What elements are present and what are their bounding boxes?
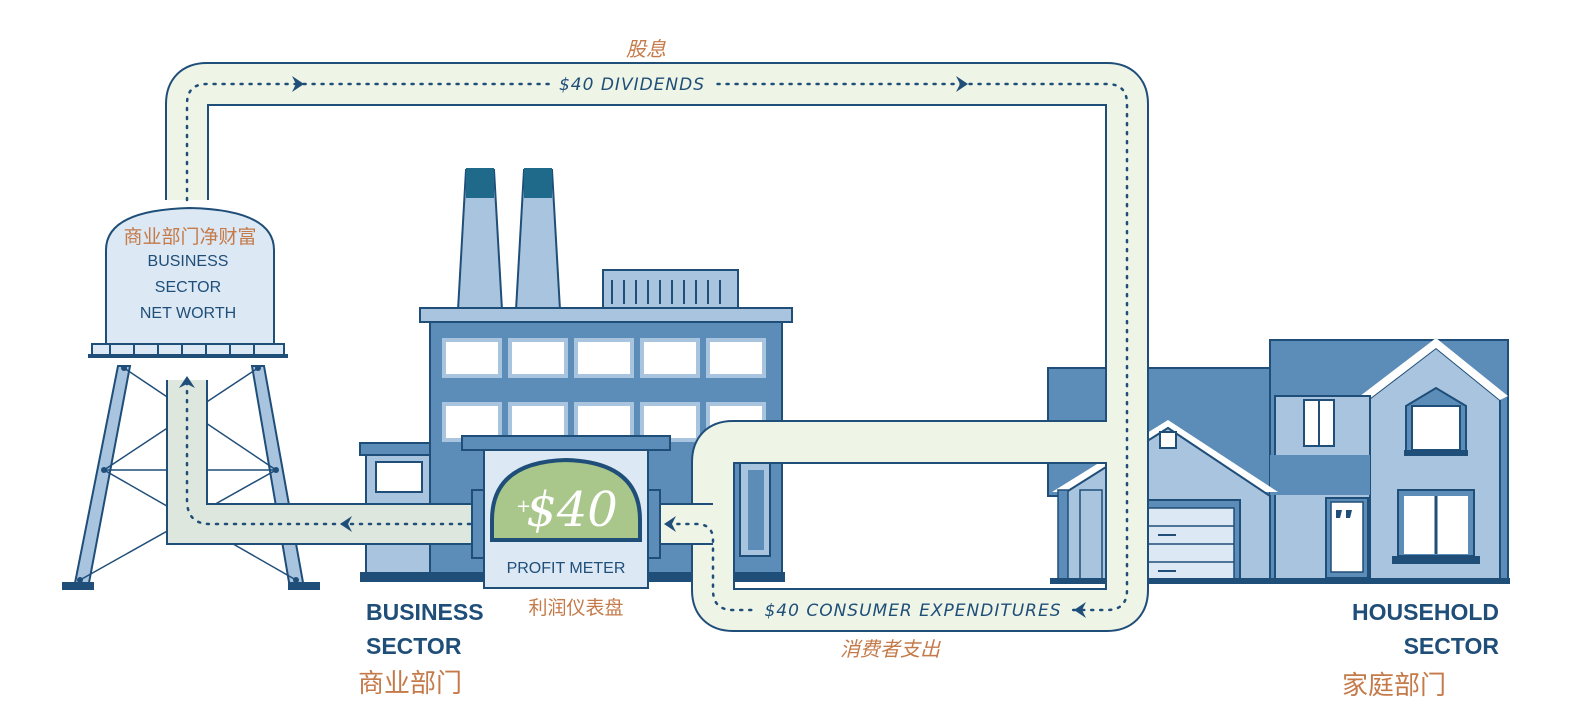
dividend-flow-line <box>185 82 1129 612</box>
household-sector-label-cn: 家庭部门 <box>1342 671 1446 701</box>
dividends-label-cn: 股息 <box>626 37 666 61</box>
arrow-right-icon <box>292 76 304 92</box>
tower-line-2: SECTOR <box>155 279 221 296</box>
consumer-expenditures-label-cn: 消费者支出 <box>840 637 941 661</box>
house-group <box>1047 338 1510 584</box>
meter-sign: + <box>516 496 531 517</box>
consumer-expenditures-label: $40 CONSUMER EXPENDITURES <box>764 601 1061 621</box>
arrow-up-icon <box>179 376 195 388</box>
flow-arrows <box>179 76 1086 618</box>
money-pipe <box>165 62 1149 632</box>
meter-dial <box>490 457 642 542</box>
business-sector-line-2: SECTOR <box>366 633 462 659</box>
business-sector-label-cn: 商业部门 <box>358 669 462 699</box>
arrow-left-icon <box>664 516 676 532</box>
arrow-left-icon <box>340 516 352 532</box>
meter-value: $40 <box>526 482 618 538</box>
arrow-left-icon <box>1074 602 1086 618</box>
dividends-label: $40 DIVIDENDS <box>559 75 705 95</box>
business-sector-line-1: BUSINESS <box>366 599 484 625</box>
arrow-right-icon <box>956 76 968 92</box>
tower-line-1: BUSINESS <box>148 253 229 270</box>
profit-meter <box>461 435 671 589</box>
tower-title-cn: 商业部门净财富 <box>123 226 256 248</box>
household-sector-line-1: HOUSEHOLD <box>1352 599 1499 625</box>
meter-label-cn: 利润仪表盘 <box>528 597 623 619</box>
household-sector-line-2: SECTOR <box>1404 633 1500 659</box>
tower-tank <box>105 206 275 347</box>
tower-line-3: NET WORTH <box>140 305 236 322</box>
meter-label: PROFIT METER <box>507 560 626 577</box>
